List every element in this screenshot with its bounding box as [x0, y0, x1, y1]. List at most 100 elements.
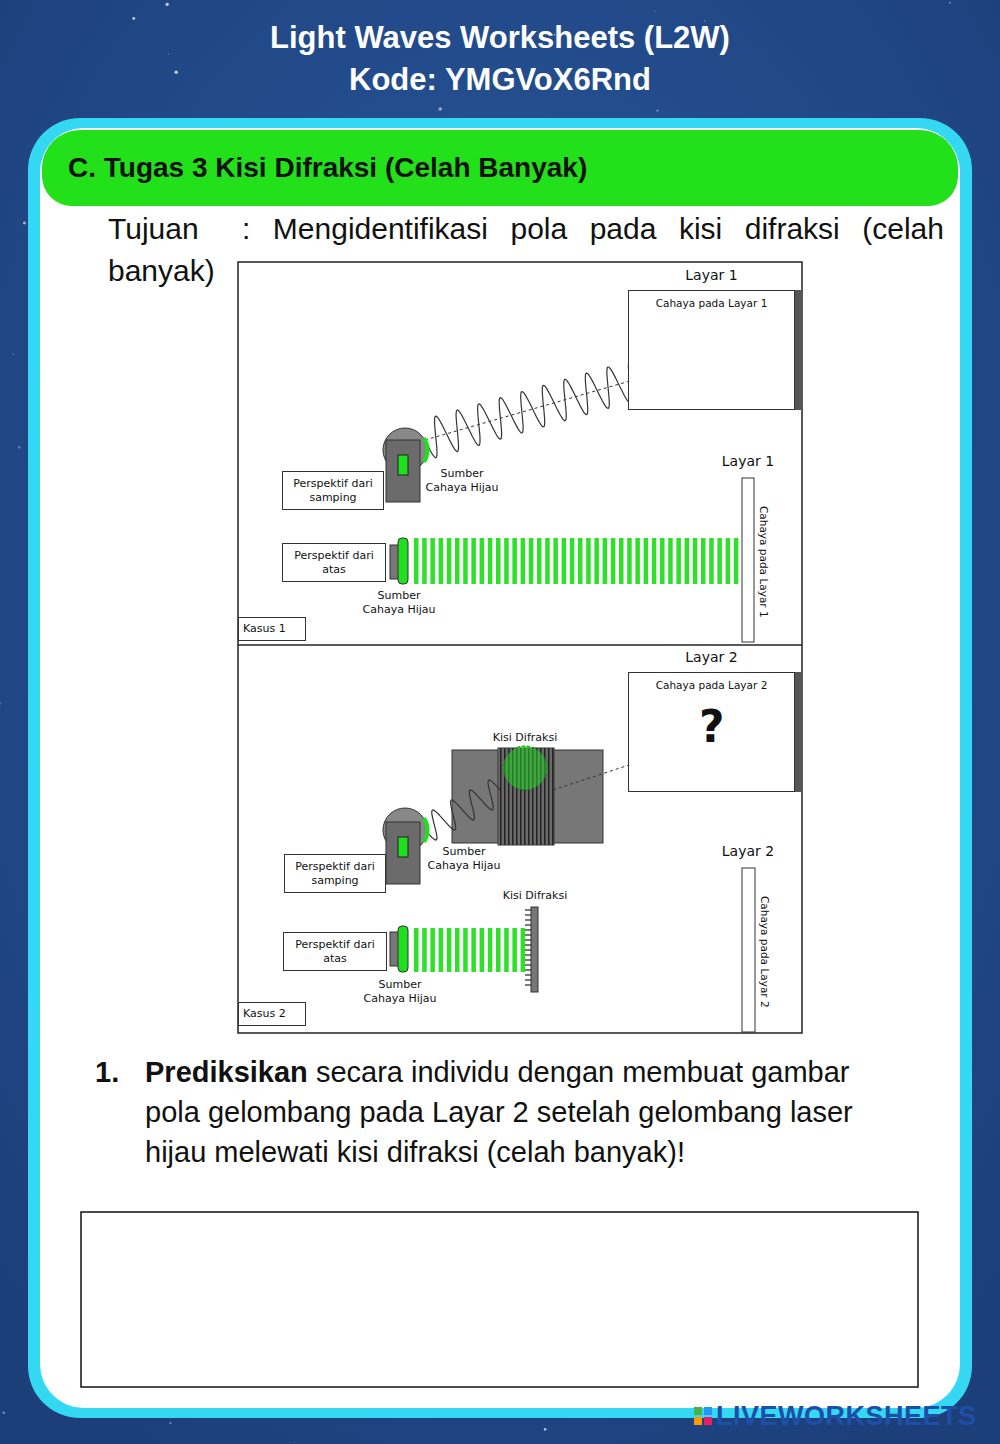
- star: [656, 109, 658, 111]
- wavefront: [717, 538, 722, 584]
- wavefront: [455, 928, 460, 972]
- wavefront: [545, 538, 550, 584]
- wavefront: [471, 928, 476, 972]
- screen-side: Layar 1Cahaya pada Layar 1: [742, 478, 754, 642]
- wavefront: [504, 538, 509, 584]
- wavefront: [504, 928, 509, 972]
- grating-slits: [525, 910, 531, 985]
- screen-edge: [794, 290, 801, 410]
- divider: [238, 644, 802, 646]
- light-source-top: [390, 926, 408, 972]
- wavefront: [701, 538, 706, 584]
- wavefront: [644, 538, 649, 584]
- perspective-label: Perspektif dari samping: [287, 477, 379, 503]
- wavefront: [439, 928, 444, 972]
- light-source-side: [383, 428, 428, 502]
- perspective-label: Perspektif dari atas: [287, 549, 381, 575]
- slit: [525, 914, 531, 915]
- star: [544, 1428, 547, 1431]
- perspective-box: Perspektif dari atas: [282, 543, 386, 582]
- perspective-label: Perspektif dari atas: [288, 938, 382, 964]
- wavefront: [422, 928, 427, 972]
- objective-text: Tujuan: Mengidentifikasi pola pada kisi …: [108, 208, 944, 292]
- wavefront: [586, 538, 591, 584]
- source-label: Sumber Cahaya Hijau: [358, 978, 442, 1006]
- perspective-box: Perspektif dari samping: [284, 854, 386, 893]
- perspective-box: Perspektif dari samping: [282, 471, 384, 510]
- screen: Layar 1Cahaya pada Layar 1: [628, 290, 795, 410]
- screen-caption: Cahaya pada Layar 1: [629, 297, 794, 309]
- question-mark: ?: [699, 705, 725, 749]
- source-label: Sumber Cahaya Hijau: [422, 845, 506, 873]
- wavefront: [709, 538, 714, 584]
- wavefront: [668, 538, 673, 584]
- wavefront: [529, 538, 534, 584]
- question-keyword: Prediksikan: [145, 1056, 308, 1088]
- case-label-box: Kasus 2: [238, 1002, 306, 1026]
- star: [13, 354, 14, 355]
- slit: [525, 979, 531, 980]
- logo: [694, 1407, 712, 1425]
- slit: [525, 974, 531, 975]
- star: [168, 53, 169, 54]
- slit: [525, 944, 531, 945]
- light-wave: [425, 780, 500, 840]
- slit: [525, 934, 531, 935]
- wavefront: [562, 538, 567, 584]
- wavefront: [603, 538, 608, 584]
- slit: [525, 929, 531, 930]
- wavefront: [521, 928, 526, 972]
- wavefront: [693, 538, 698, 584]
- star: [2, 1412, 5, 1415]
- screen-side: [742, 868, 755, 1032]
- slit: [525, 954, 531, 955]
- screen-title: Layar 1: [629, 267, 794, 283]
- star: [166, 3, 169, 6]
- slit: [525, 984, 531, 985]
- diagram-frame: [238, 262, 802, 1033]
- question-number: 1.: [95, 1052, 119, 1092]
- slit: [525, 949, 531, 950]
- wavefront: [594, 538, 599, 584]
- diffraction-grating-top: [531, 907, 538, 992]
- star: [174, 71, 177, 74]
- objective-body: : Mengidentifikasi pola pada kisi difrak…: [108, 212, 944, 287]
- objective-heading: Tujuan: [108, 208, 242, 250]
- diffraction-grating-3d: [452, 746, 603, 845]
- case-label: Kasus 1: [243, 622, 286, 635]
- wavefronts: [414, 928, 525, 972]
- star: [23, 222, 26, 225]
- wavefront: [488, 928, 493, 972]
- screen-caption: Cahaya pada Layar 2: [759, 896, 771, 1008]
- stars: [0, 2, 969, 1443]
- panel: [40, 128, 960, 1408]
- wavefront: [578, 538, 583, 584]
- wavefront: [652, 538, 657, 584]
- wavefront: [463, 538, 468, 584]
- slit: [525, 959, 531, 960]
- wavefront: [471, 538, 476, 584]
- light-source-side: [383, 808, 428, 884]
- wavefront: [512, 538, 517, 584]
- grating-label: Kisi Difraksi: [488, 889, 582, 903]
- wavefront: [414, 538, 419, 584]
- source-label: Sumber Cahaya Hijau: [357, 589, 441, 617]
- light-source-top: [390, 538, 408, 584]
- answer-box: [81, 1212, 918, 1387]
- wavefront: [480, 538, 485, 584]
- screen-title: Layar 1: [702, 453, 794, 469]
- wavefront: [447, 538, 452, 584]
- section-heading: C. Tugas 3 Kisi Difraksi (Celah Banyak): [68, 152, 587, 184]
- wavefront: [463, 928, 468, 972]
- wavefront: [447, 928, 452, 972]
- star: [169, 1422, 171, 1424]
- perspective-label: Perspektif dari samping: [289, 860, 381, 886]
- wavefront: [430, 538, 435, 584]
- slit: [525, 964, 531, 965]
- wavefront: [430, 928, 435, 972]
- wavefront: [496, 928, 501, 972]
- wavefront: [726, 538, 731, 584]
- screen-title: Layar 2: [702, 843, 794, 859]
- star: [294, 1441, 295, 1442]
